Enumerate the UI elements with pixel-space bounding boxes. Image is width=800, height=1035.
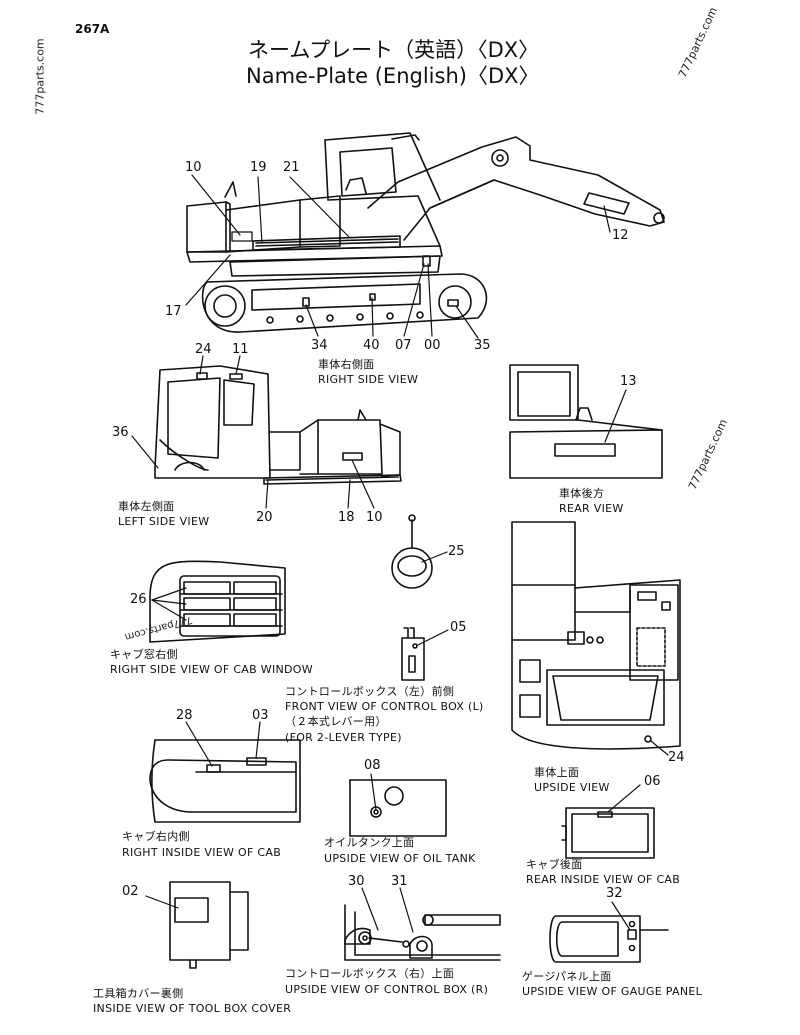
watermark-left: 777parts.com [33,38,47,115]
callout-21: 21 [283,160,300,175]
rear-leaders [605,390,626,442]
callout-06: 06 [644,774,661,789]
cab-rear-leaders [608,785,640,812]
gauge-panel-drawing [550,916,668,962]
cab-inside-leaders [186,722,260,766]
label-rear-en: REAR VIEW [559,502,624,515]
tool-box-leaders [146,896,178,908]
callout-34: 34 [311,338,328,353]
callout-26: 26 [130,592,147,607]
label-cab-rear-jp: キャブ後面 [526,858,583,871]
tool-box-drawing [170,882,248,968]
callout-08: 08 [364,758,381,773]
cab-inside-drawing [150,740,300,822]
rear-view-drawing [510,365,662,478]
label-control-box-r-jp: コントロールボックス（右）上面 [285,967,455,980]
control-box-l-drawing [402,628,424,680]
upside-leaders [651,741,668,755]
label-left-side-jp: 車体左側面 [118,500,175,513]
callout-07: 07 [395,338,412,353]
callout-36: 36 [112,425,129,440]
label-control-box-l-jp: コントロールボックス（左）前側 [285,685,455,698]
callout-40: 40 [363,338,380,353]
label-cab-inside-en: RIGHT INSIDE VIEW OF CAB [122,846,282,859]
callout-25: 25 [448,544,465,559]
callout-19: 19 [250,160,267,175]
label-cab-inside-jp: キャブ右内側 [122,830,190,843]
label-control-box-r-en: UPSIDE VIEW OF CONTROL BOX (R) [285,983,489,996]
left-side-leaders [132,356,374,508]
callout-18: 18 [338,510,355,525]
label-cab-window-jp: キャブ窓右側 [110,648,178,661]
label-oil-tank-jp: オイルタンク上面 [324,836,415,849]
callout-12: 12 [612,228,629,243]
callout-17: 17 [165,304,182,319]
callout-11: 11 [232,342,249,357]
label-left-side-en: LEFT SIDE VIEW [118,515,210,528]
page-title-en: Name-Plate (English)〈DX〉 [246,64,540,88]
callout-31: 31 [391,874,408,889]
right-side-leaders [186,175,610,338]
label-rear-jp: 車体後方 [559,487,605,500]
cab-window-leaders [152,588,186,620]
label-right-side-jp: 車体右側面 [318,358,375,371]
label-tool-box-jp: 工具箱カバー裏側 [93,987,184,1000]
callout-00: 00 [424,338,441,353]
label-control-box-l-en2: (FOR 2-LEVER TYPE) [285,731,402,744]
label-upside-en: UPSIDE VIEW [534,781,610,794]
callout-24: 24 [195,342,212,357]
callout-32: 32 [606,886,623,901]
gauge-panel-leaders [612,902,630,930]
callout-20: 20 [256,510,273,525]
callout-13: 13 [620,374,637,389]
left-side-view-drawing [155,366,401,484]
callout-10-left: 10 [366,510,383,525]
oil-tank-drawing [350,780,446,836]
label-right-side-en: RIGHT SIDE VIEW [318,373,419,386]
page-code: 267A [75,22,110,36]
label-gauge-panel-jp: ゲージパネル上面 [522,970,612,983]
callout-28: 28 [176,708,193,723]
callout-10: 10 [185,160,202,175]
callout-02: 02 [122,884,139,899]
label-control-box-l-jp2: （２本式レバー用） [285,715,387,728]
callout-30: 30 [348,874,365,889]
callout-24-upside: 24 [668,750,685,765]
label-control-box-l-en: FRONT VIEW OF CONTROL BOX (L) [285,700,484,713]
control-box-r-leaders [362,888,413,932]
callout-03: 03 [252,708,269,723]
page-title-jp: ネームプレート（英語）〈DX〉 [248,38,540,62]
oil-tank-leaders [371,774,376,810]
label-gauge-panel-en: UPSIDE VIEW OF GAUGE PANEL [522,985,703,998]
upside-view-drawing [512,522,680,749]
ring-drawing [392,515,432,588]
cab-window-drawing [150,561,285,642]
control-box-r-drawing [345,905,500,960]
callout-05: 05 [450,620,467,635]
label-tool-box-en: INSIDE VIEW OF TOOL BOX COVER [93,1002,292,1015]
label-cab-window-en: RIGHT SIDE VIEW OF CAB WINDOW [110,663,313,676]
cab-rear-drawing [562,808,654,858]
right-side-view-drawing [187,133,664,332]
callout-35: 35 [474,338,491,353]
label-cab-rear-en: REAR INSIDE VIEW OF CAB [526,873,681,886]
label-upside-jp: 車体上面 [534,766,580,779]
control-box-l-leaders [418,630,448,645]
ring-leaders [422,552,447,562]
label-oil-tank-en: UPSIDE VIEW OF OIL TANK [324,852,476,865]
